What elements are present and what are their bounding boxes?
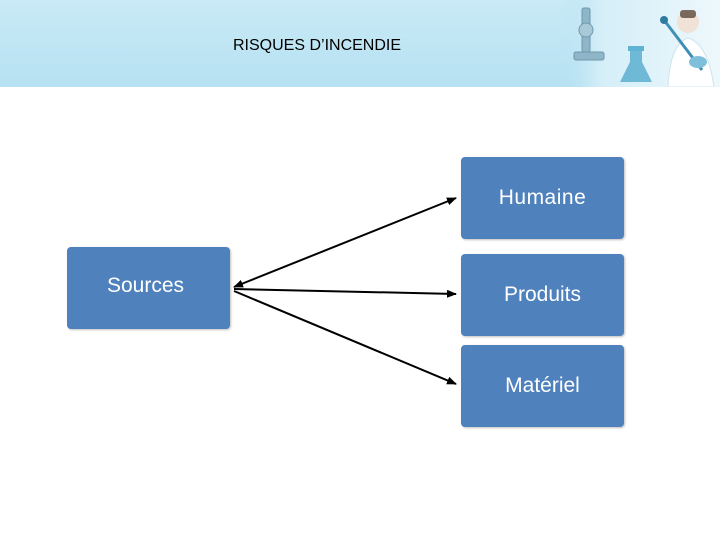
produits-label: Produits: [503, 283, 582, 306]
sources-label: Sources: [106, 274, 185, 297]
materiel-label: Matériel: [505, 374, 580, 397]
laboratory-photo-icon: [560, 0, 720, 87]
slide-title: RISQUES D’INCENDIE: [233, 37, 402, 54]
produits-box: Produits: [461, 254, 624, 336]
arrow-to-humaine: [233, 197, 457, 288]
arrow-to-produits: [233, 288, 457, 298]
sources-box: Sources: [67, 247, 230, 329]
arrow-to-materiel: [233, 290, 457, 385]
materiel-box: Matériel: [461, 345, 624, 427]
humaine-box: Humaine: [461, 157, 624, 239]
humaine-label: Humaine: [498, 186, 587, 209]
